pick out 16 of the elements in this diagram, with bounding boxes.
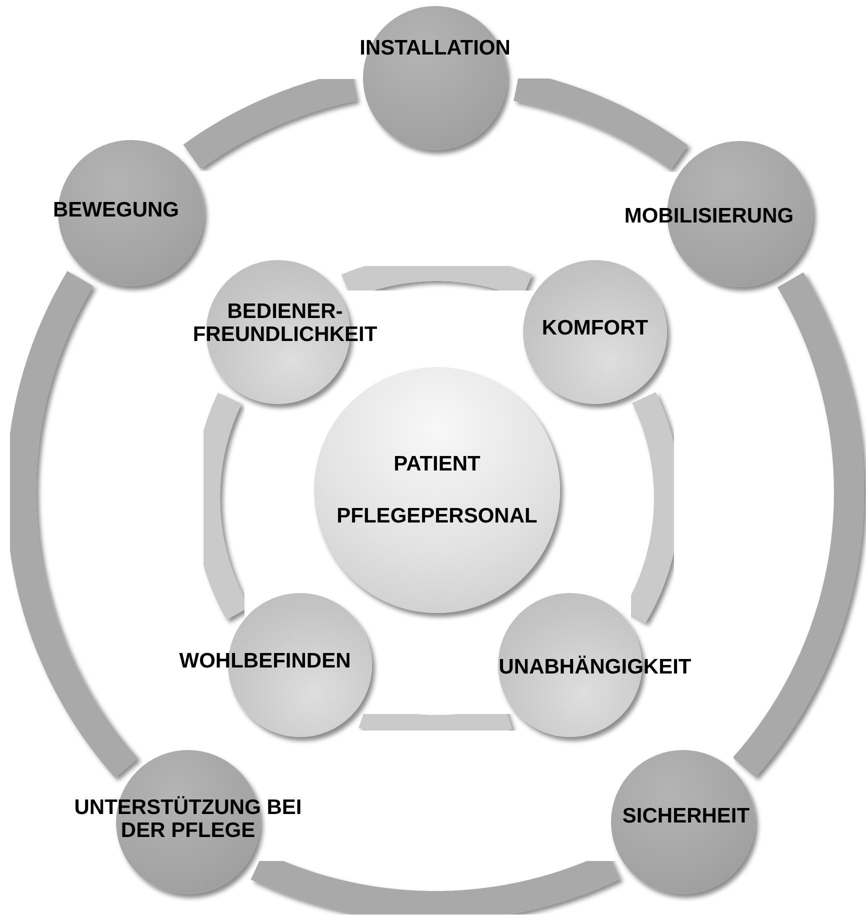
arc-connector xyxy=(623,390,680,624)
node-label: UNABHÄNGIGKEIT xyxy=(498,655,692,679)
node-label: PFLEGEPERSONAL xyxy=(336,504,538,528)
node-label: PATIENT xyxy=(394,452,480,476)
node-label: INSTALLATION xyxy=(360,36,510,60)
arc-connector xyxy=(194,390,250,622)
arc-connector xyxy=(250,852,620,921)
arc-connector xyxy=(732,272,864,778)
node-label: SICHERHEIT xyxy=(622,804,750,828)
node-label: BEDIENER- FREUNDLICHKEIT xyxy=(192,300,378,346)
node-label: MOBILISIERUNG xyxy=(624,204,794,228)
node-label: KOMFORT xyxy=(542,316,648,340)
node-label: WOHLBEFINDEN xyxy=(179,649,351,673)
node-label: BEWEGUNG xyxy=(53,198,179,222)
arc-connector xyxy=(6,271,138,778)
node-label: UNTERSTÜTZUNG BEI DER PFLEGE xyxy=(73,796,303,842)
